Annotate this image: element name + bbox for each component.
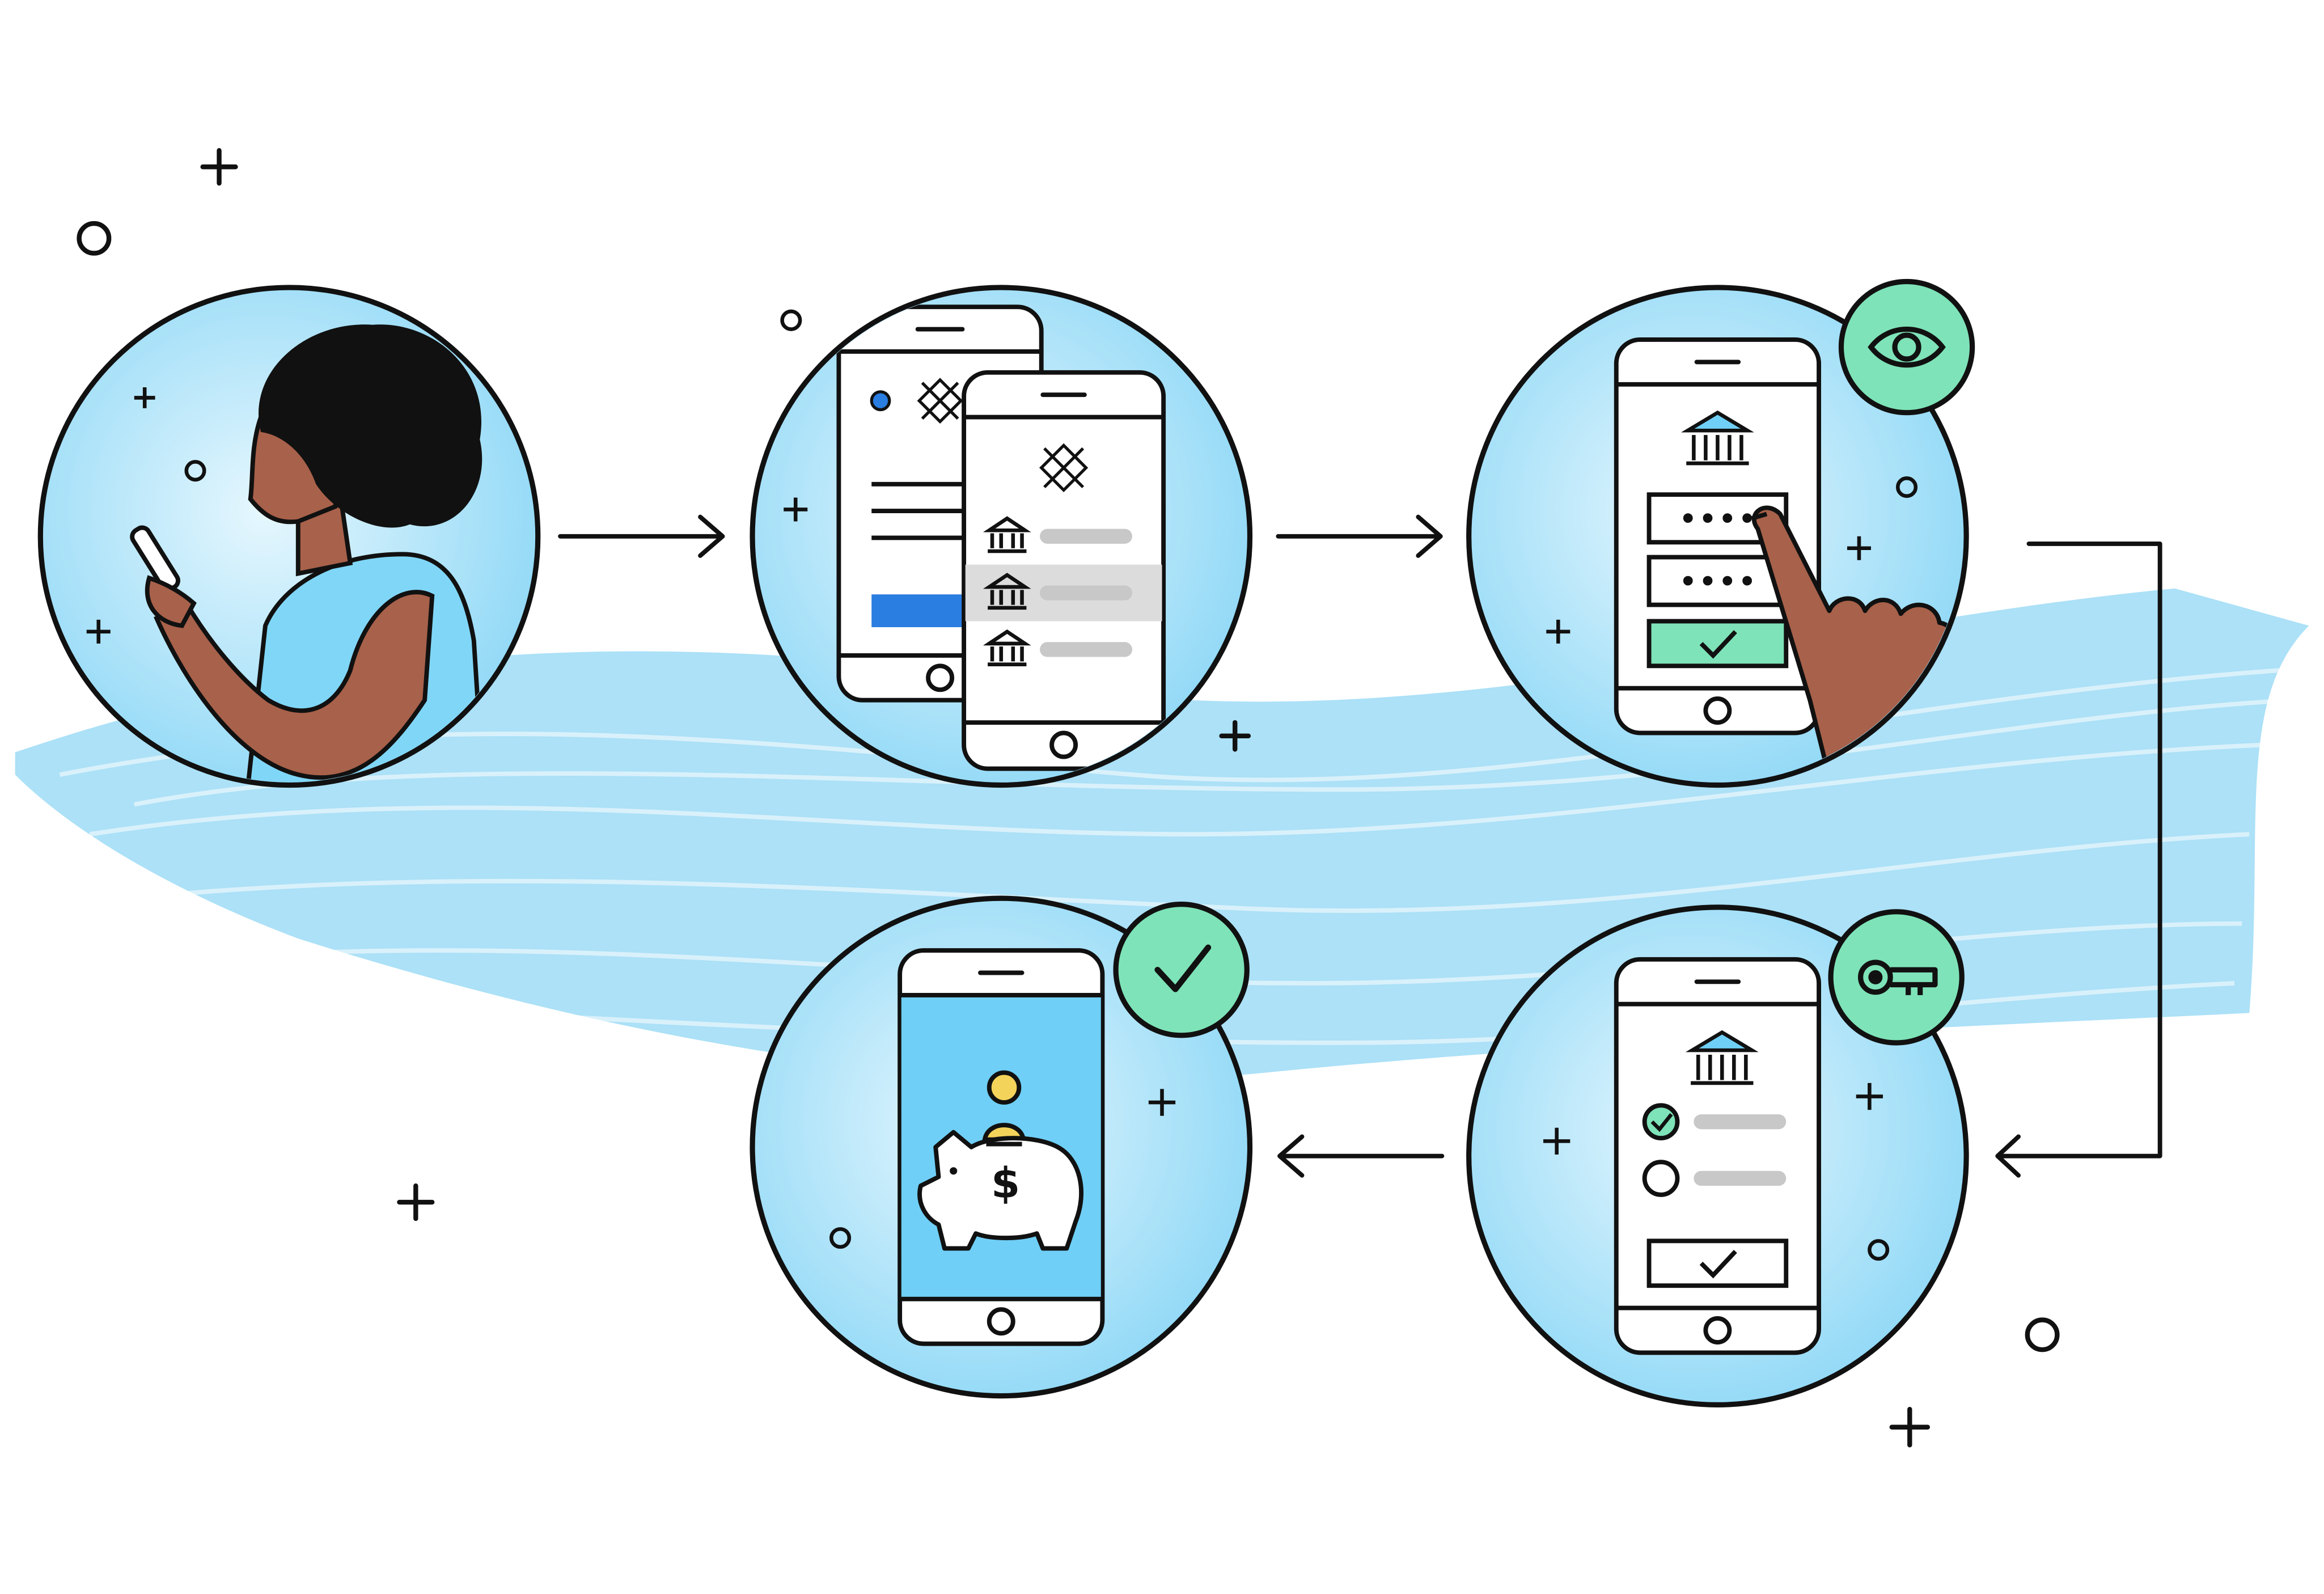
step-credentials-circle: •••• ••••	[1466, 278, 1975, 788]
checkmark-icon	[1154, 944, 1212, 992]
bank-icon	[1681, 410, 1754, 466]
password-mask-2: ••••	[1678, 563, 1757, 601]
bank-icon	[983, 629, 1031, 666]
step-select-account-circle	[1466, 904, 1969, 1407]
bank-icon	[983, 516, 1031, 553]
key-badge	[1828, 909, 1965, 1046]
phone-icon	[962, 370, 1166, 771]
check-badge	[1113, 902, 1250, 1038]
dollar-icon: $	[991, 1160, 1020, 1208]
arrow-elbow-icon	[1995, 541, 2162, 1178]
radio-checked	[1642, 1103, 1680, 1141]
confirm-button	[1646, 1238, 1789, 1288]
key-icon	[1858, 959, 1938, 995]
plus-icon	[397, 1183, 435, 1221]
decorations	[77, 148, 2060, 1448]
bank-list	[983, 516, 1132, 666]
step-connected-circle: $	[750, 895, 1253, 1399]
password-field: ••••	[1646, 555, 1789, 607]
plus-icon	[1889, 1407, 1931, 1448]
phone-icon	[1614, 957, 1821, 1355]
bank-icon	[983, 573, 1031, 610]
plus-icon	[200, 148, 238, 186]
plus-icon	[1219, 720, 1251, 752]
eye-icon	[1868, 327, 1946, 368]
flow-arrows	[558, 514, 2162, 1178]
eye-badge	[1838, 278, 1975, 416]
arrow-left-icon	[1277, 1134, 1445, 1178]
logo-icon	[917, 378, 963, 424]
phone-icon: $	[898, 948, 1105, 1346]
logo-icon	[1039, 443, 1089, 493]
small-circle-icon	[780, 309, 802, 331]
bank-icon	[1685, 1030, 1759, 1085]
arrow-right-icon	[558, 514, 725, 558]
primary-button	[871, 594, 964, 628]
piggy-bank-icon: $	[917, 1130, 1083, 1251]
submit-button	[1646, 619, 1789, 669]
step-choose-bank-circle	[750, 285, 1253, 788]
arrow-right-icon	[1276, 514, 1443, 558]
password-mask-1: ••••	[1678, 500, 1757, 538]
small-circle-icon	[2025, 1317, 2060, 1352]
radio-empty	[1642, 1160, 1680, 1197]
password-field: ••••	[1646, 492, 1789, 545]
step-user-circle	[37, 285, 541, 788]
small-circle-icon	[77, 221, 112, 256]
